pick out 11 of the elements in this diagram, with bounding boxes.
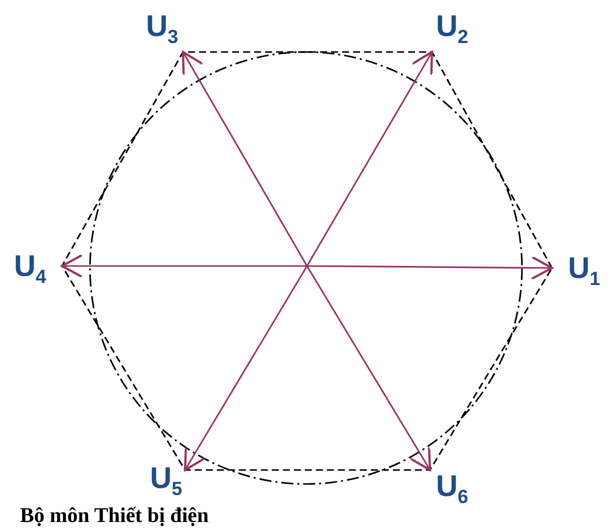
vector-label: U$_{3}$ (146, 10, 178, 55)
vector-arrow (60, 254, 307, 278)
vector-arrow (182, 50, 308, 266)
vector-arrow (306, 50, 434, 266)
vector-arrow (184, 266, 308, 472)
vector-label: U$_{1}$ (568, 252, 600, 297)
vector-label: U$_{2}$ (436, 10, 468, 55)
vector-label: U$_{6}$ (436, 470, 468, 515)
vector-label: U$_{4}$ (14, 250, 46, 295)
vector-arrow (306, 266, 432, 472)
vector-arrow (307, 256, 554, 280)
